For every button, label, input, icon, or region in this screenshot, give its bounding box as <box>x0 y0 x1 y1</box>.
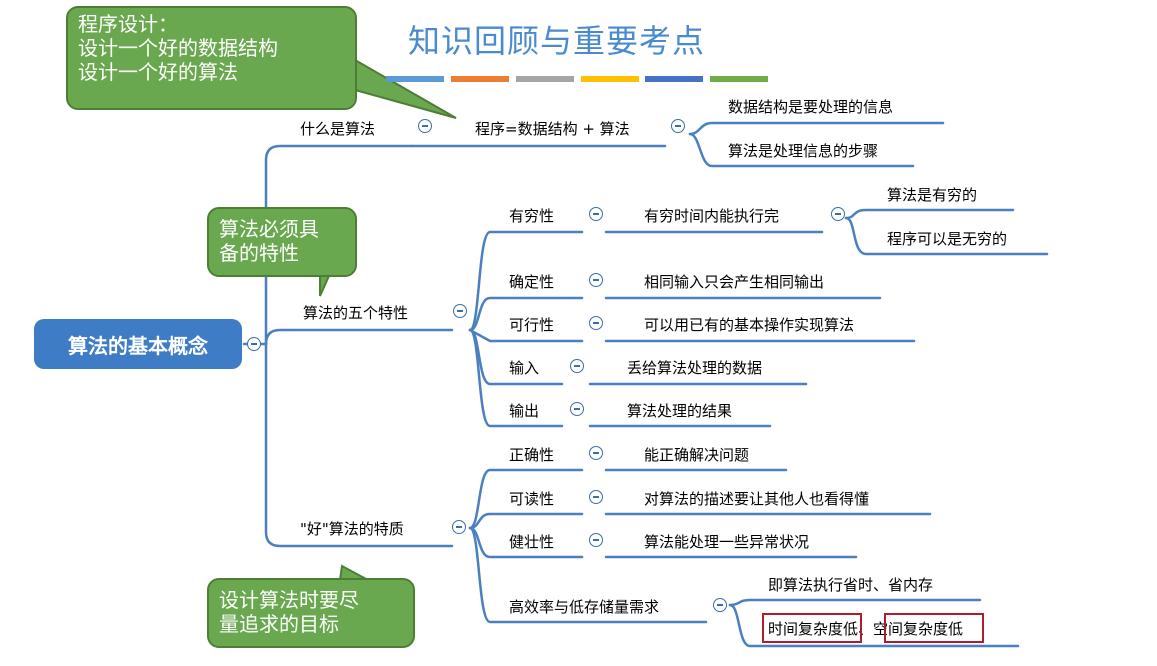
connector <box>728 603 1020 648</box>
highlight-box-time-complexity <box>762 613 862 643</box>
callout-pursue-goals: 设计算法时要尽 量追求的目标 <box>207 578 415 648</box>
node-robustness[interactable]: 健壮性 <box>509 533 555 551</box>
node-finiteness[interactable]: 有穷性 <box>509 207 555 225</box>
leaf-save-time-memory[interactable]: 即算法执行省时、省内存 <box>768 576 934 594</box>
collapse-icon[interactable] <box>589 446 603 460</box>
connector <box>844 216 1049 256</box>
title-bar <box>451 76 509 82</box>
callout-line: 量追求的目标 <box>219 612 339 636</box>
collapse-icon[interactable] <box>589 207 603 221</box>
node-output[interactable]: 输出 <box>509 402 540 420</box>
collapse-icon[interactable] <box>589 273 603 287</box>
node-determinism[interactable]: 确定性 <box>509 273 555 291</box>
collapse-icon[interactable] <box>453 304 467 318</box>
connector <box>468 328 564 428</box>
title-bar <box>710 76 768 82</box>
collapse-icon[interactable] <box>589 490 603 504</box>
node-determinism-desc[interactable]: 相同输入只会产生相同输出 <box>644 273 825 291</box>
connector <box>468 296 584 332</box>
connector <box>468 512 584 530</box>
connector <box>688 132 915 168</box>
title-bar <box>581 76 639 82</box>
connector <box>468 526 708 624</box>
connector <box>264 342 454 548</box>
callout-line: 算法必须具 <box>219 217 319 241</box>
node-correctness[interactable]: 正确性 <box>509 446 555 464</box>
connector <box>688 121 945 136</box>
connector <box>468 328 584 343</box>
callout-line: 程序设计： <box>78 12 178 36</box>
collapse-icon[interactable] <box>452 520 466 534</box>
node-five-properties[interactable]: 算法的五个特性 <box>303 304 409 322</box>
callout-line: 设计算法时要尽 <box>219 588 359 612</box>
page-title: 知识回顾与重要考点 <box>408 22 706 60</box>
node-input-desc[interactable]: 丢给算法处理的数据 <box>627 359 763 377</box>
title-bar <box>516 76 574 82</box>
callout-line: 设计一个好的算法 <box>78 60 238 84</box>
leaf-program-infinite[interactable]: 程序可以是无穷的 <box>887 230 1008 248</box>
low-text: 低 <box>948 620 964 638</box>
time-complexity-text: 时间复杂度 <box>768 620 844 638</box>
root-node[interactable]: 算法的基本概念 <box>34 319 242 369</box>
node-efficiency[interactable]: 高效率与低存储量需求 <box>509 598 660 616</box>
collapse-icon[interactable] <box>713 598 727 612</box>
leaf-complexity[interactable]: 时间复杂度低、空间复杂度低 <box>768 618 963 639</box>
node-feasibility-desc[interactable]: 可以用已有的基本操作实现算法 <box>644 316 855 334</box>
node-output-desc[interactable]: 算法处理的结果 <box>627 402 733 420</box>
connector <box>728 598 982 607</box>
collapse-icon[interactable] <box>589 316 603 330</box>
space-complexity-text: 空间复杂度 <box>873 620 949 638</box>
title-bar <box>386 76 444 82</box>
callout-line: 备的特性 <box>219 241 299 265</box>
connector <box>468 230 584 332</box>
title-color-bars <box>386 76 770 82</box>
collapse-icon[interactable] <box>831 207 845 221</box>
collapse-icon[interactable] <box>570 359 584 373</box>
title-bar <box>645 76 703 82</box>
callout-program-design: 程序设计： 设计一个好的数据结构 设计一个好的算法 <box>66 6 357 110</box>
callout-line: 设计一个好的数据结构 <box>78 36 278 60</box>
collapse-icon[interactable] <box>589 533 603 547</box>
node-what-is-algorithm[interactable]: 什么是算法 <box>300 120 376 138</box>
callout-must-have: 算法必须具 备的特性 <box>207 207 357 277</box>
connector <box>264 328 454 346</box>
leaf-algorithm-steps[interactable]: 算法是处理信息的步骤 <box>728 142 879 160</box>
node-good-algorithm[interactable]: "好"算法的特质 <box>300 520 404 538</box>
connector <box>844 208 1015 220</box>
node-robustness-desc[interactable]: 算法能处理一些异常状况 <box>644 533 810 551</box>
node-readability[interactable]: 可读性 <box>509 490 555 508</box>
node-input[interactable]: 输入 <box>509 359 540 377</box>
collapse-icon[interactable] <box>570 402 584 416</box>
callout-pointer <box>354 58 457 119</box>
leaf-algorithm-finite[interactable]: 算法是有穷的 <box>887 186 978 204</box>
node-program-equation[interactable]: 程序=数据结构 + 算法 <box>475 120 630 138</box>
collapse-icon[interactable] <box>418 119 432 133</box>
node-feasibility[interactable]: 可行性 <box>509 316 555 334</box>
node-readability-desc[interactable]: 对算法的描述要让其他人也看得懂 <box>644 490 870 508</box>
node-correctness-desc[interactable]: 能正确解决问题 <box>644 446 750 464</box>
collapse-icon[interactable] <box>671 119 685 133</box>
leaf-data-structure[interactable]: 数据结构是要处理的信息 <box>728 98 894 116</box>
low-text: 低、 <box>843 620 874 638</box>
collapse-icon[interactable] <box>247 337 261 351</box>
highlight-box-space-complexity <box>884 613 984 643</box>
connector <box>264 144 414 346</box>
connector <box>468 468 584 530</box>
node-finiteness-desc[interactable]: 有穷时间内能执行完 <box>644 207 780 225</box>
